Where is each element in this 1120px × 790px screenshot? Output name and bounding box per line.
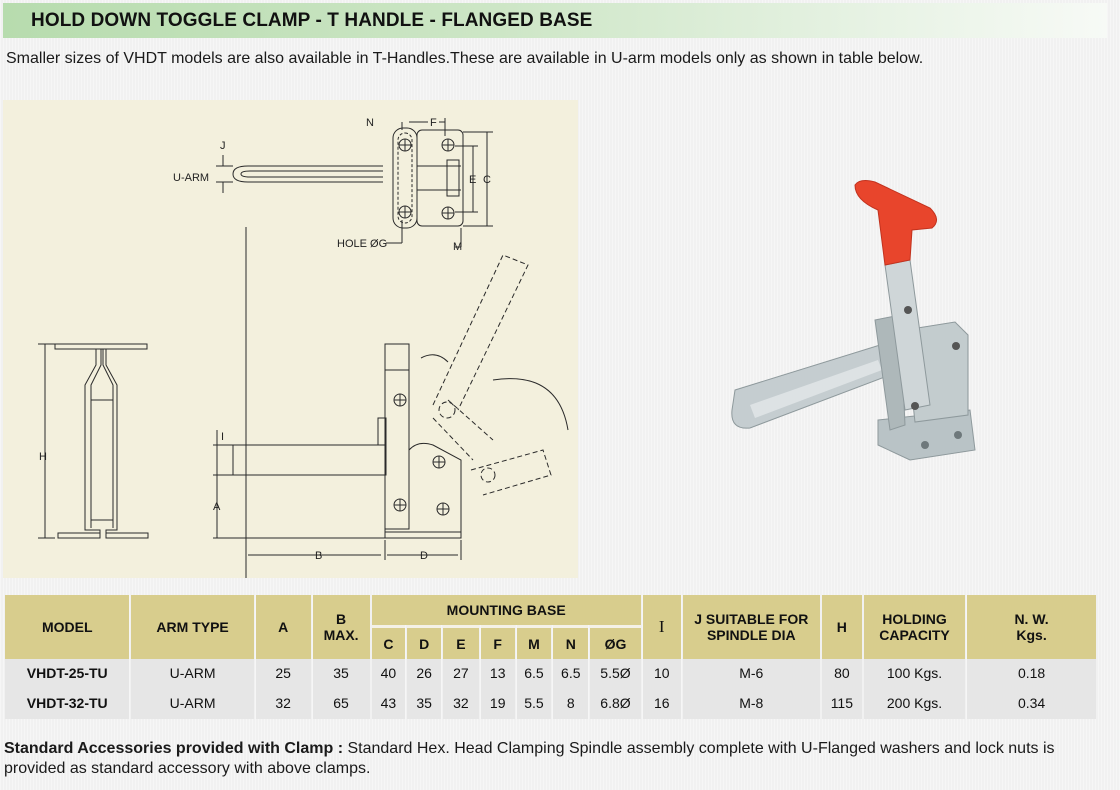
cell-m: 6.5: [516, 659, 552, 687]
cell-n: 6.5: [553, 659, 589, 687]
cell-arm-type: U-ARM: [131, 659, 254, 687]
label-j: J: [220, 140, 226, 152]
accessories-text: Standard Hex. Head Clamping Spindle asse…: [4, 740, 1055, 777]
end-view-drawing: H: [38, 343, 149, 539]
cell-j: M-8: [682, 687, 820, 719]
cell-h: 80: [821, 659, 862, 687]
col-arm-type: ARM TYPE: [131, 595, 254, 659]
cell-i: 16: [642, 687, 681, 719]
product-photo: [700, 160, 1000, 480]
intro-text: Smaller sizes of VHDT models are also av…: [6, 50, 924, 67]
cell-model: VHDT-32-TU: [5, 687, 130, 719]
col-g: ØG: [590, 625, 641, 659]
table-row: VHDT-32-TU U-ARM 32 65 43 35 32 19 5.5 8…: [5, 687, 1096, 719]
cell-a: 25: [255, 659, 311, 687]
cell-d: 26: [407, 659, 441, 687]
cell-arm-type: U-ARM: [131, 687, 254, 719]
cell-n: 8: [553, 687, 589, 719]
page-title: HOLD DOWN TOGGLE CLAMP - T HANDLE - FLAN…: [31, 10, 593, 31]
col-holding-line1: HOLDING: [882, 611, 947, 627]
label-a: A: [213, 501, 221, 513]
table-row: VHDT-25-TU U-ARM 25 35 40 26 27 13 6.5 6…: [5, 659, 1096, 687]
cell-j: M-6: [682, 659, 820, 687]
cell-a: 32: [255, 687, 311, 719]
label-u-arm: U-ARM: [173, 172, 209, 184]
title-bar: HOLD DOWN TOGGLE CLAMP - T HANDLE - FLAN…: [3, 3, 1107, 38]
cell-c: 43: [371, 687, 406, 719]
label-f: F: [430, 117, 437, 129]
cell-c: 40: [371, 659, 406, 687]
col-group-mounting-base: MOUNTING BASE: [371, 595, 641, 625]
col-e: E: [443, 625, 479, 659]
label-n: N: [366, 117, 374, 129]
label-h: H: [39, 451, 47, 463]
col-nw-line2: Kgs.: [1016, 627, 1047, 643]
cell-b: 65: [312, 687, 370, 719]
col-m: M: [516, 625, 552, 659]
col-b-line2: MAX.: [323, 627, 359, 643]
col-j-line1: J SUITABLE FOR: [694, 611, 809, 627]
col-b-line1: B: [336, 611, 347, 627]
col-nw: N. W. Kgs.: [967, 595, 1096, 659]
col-h: H: [821, 595, 862, 659]
label-hole-g: HOLE ØG: [337, 238, 387, 250]
col-a: A: [255, 595, 311, 659]
col-i: I: [642, 595, 681, 659]
cell-h: 115: [821, 687, 862, 719]
label-c: C: [483, 174, 491, 186]
cell-d: 35: [407, 687, 441, 719]
cell-e: 32: [443, 687, 479, 719]
label-e: E: [469, 174, 476, 186]
col-j-line2: SPINDLE DIA: [706, 627, 796, 643]
col-j: J SUITABLE FOR SPINDLE DIA: [682, 595, 820, 659]
label-d: D: [420, 550, 428, 562]
col-n: N: [553, 625, 589, 659]
col-holding: HOLDING CAPACITY: [863, 595, 966, 659]
cell-holding: 100 Kgs.: [863, 659, 966, 687]
col-f: F: [480, 625, 515, 659]
cell-e: 27: [443, 659, 479, 687]
accessories-note: Standard Accessories provided with Clamp…: [4, 739, 1114, 779]
col-nw-line1: N. W.: [1014, 611, 1049, 627]
cell-nw: 0.18: [967, 659, 1096, 687]
label-b: B: [315, 550, 322, 562]
col-b: B MAX.: [312, 595, 370, 659]
col-holding-line2: CAPACITY: [879, 627, 950, 643]
cell-holding: 200 Kgs.: [863, 687, 966, 719]
technical-drawing: N F J U-ARM E C HOLE ØG M H: [3, 100, 578, 578]
cell-nw: 0.34: [967, 687, 1096, 719]
cell-g: 5.5Ø: [590, 659, 641, 687]
cell-f: 13: [480, 659, 515, 687]
col-d: D: [407, 625, 441, 659]
top-view-drawing: N F J U-ARM E C HOLE ØG M: [173, 117, 493, 578]
cell-m: 5.5: [516, 687, 552, 719]
cell-i: 10: [642, 659, 681, 687]
cell-g: 6.8Ø: [590, 687, 641, 719]
spec-table: MODEL ARM TYPE A B MAX. MOUNTING BASE I …: [3, 595, 1098, 719]
side-view-drawing: B D A I: [213, 254, 569, 562]
cell-model: VHDT-25-TU: [5, 659, 130, 687]
col-model: MODEL: [5, 595, 130, 659]
col-c: C: [371, 625, 406, 659]
cell-b: 35: [312, 659, 370, 687]
cell-f: 19: [480, 687, 515, 719]
label-m: M: [453, 241, 462, 253]
label-i: I: [221, 431, 224, 443]
accessories-label: Standard Accessories provided with Clamp…: [4, 740, 344, 757]
